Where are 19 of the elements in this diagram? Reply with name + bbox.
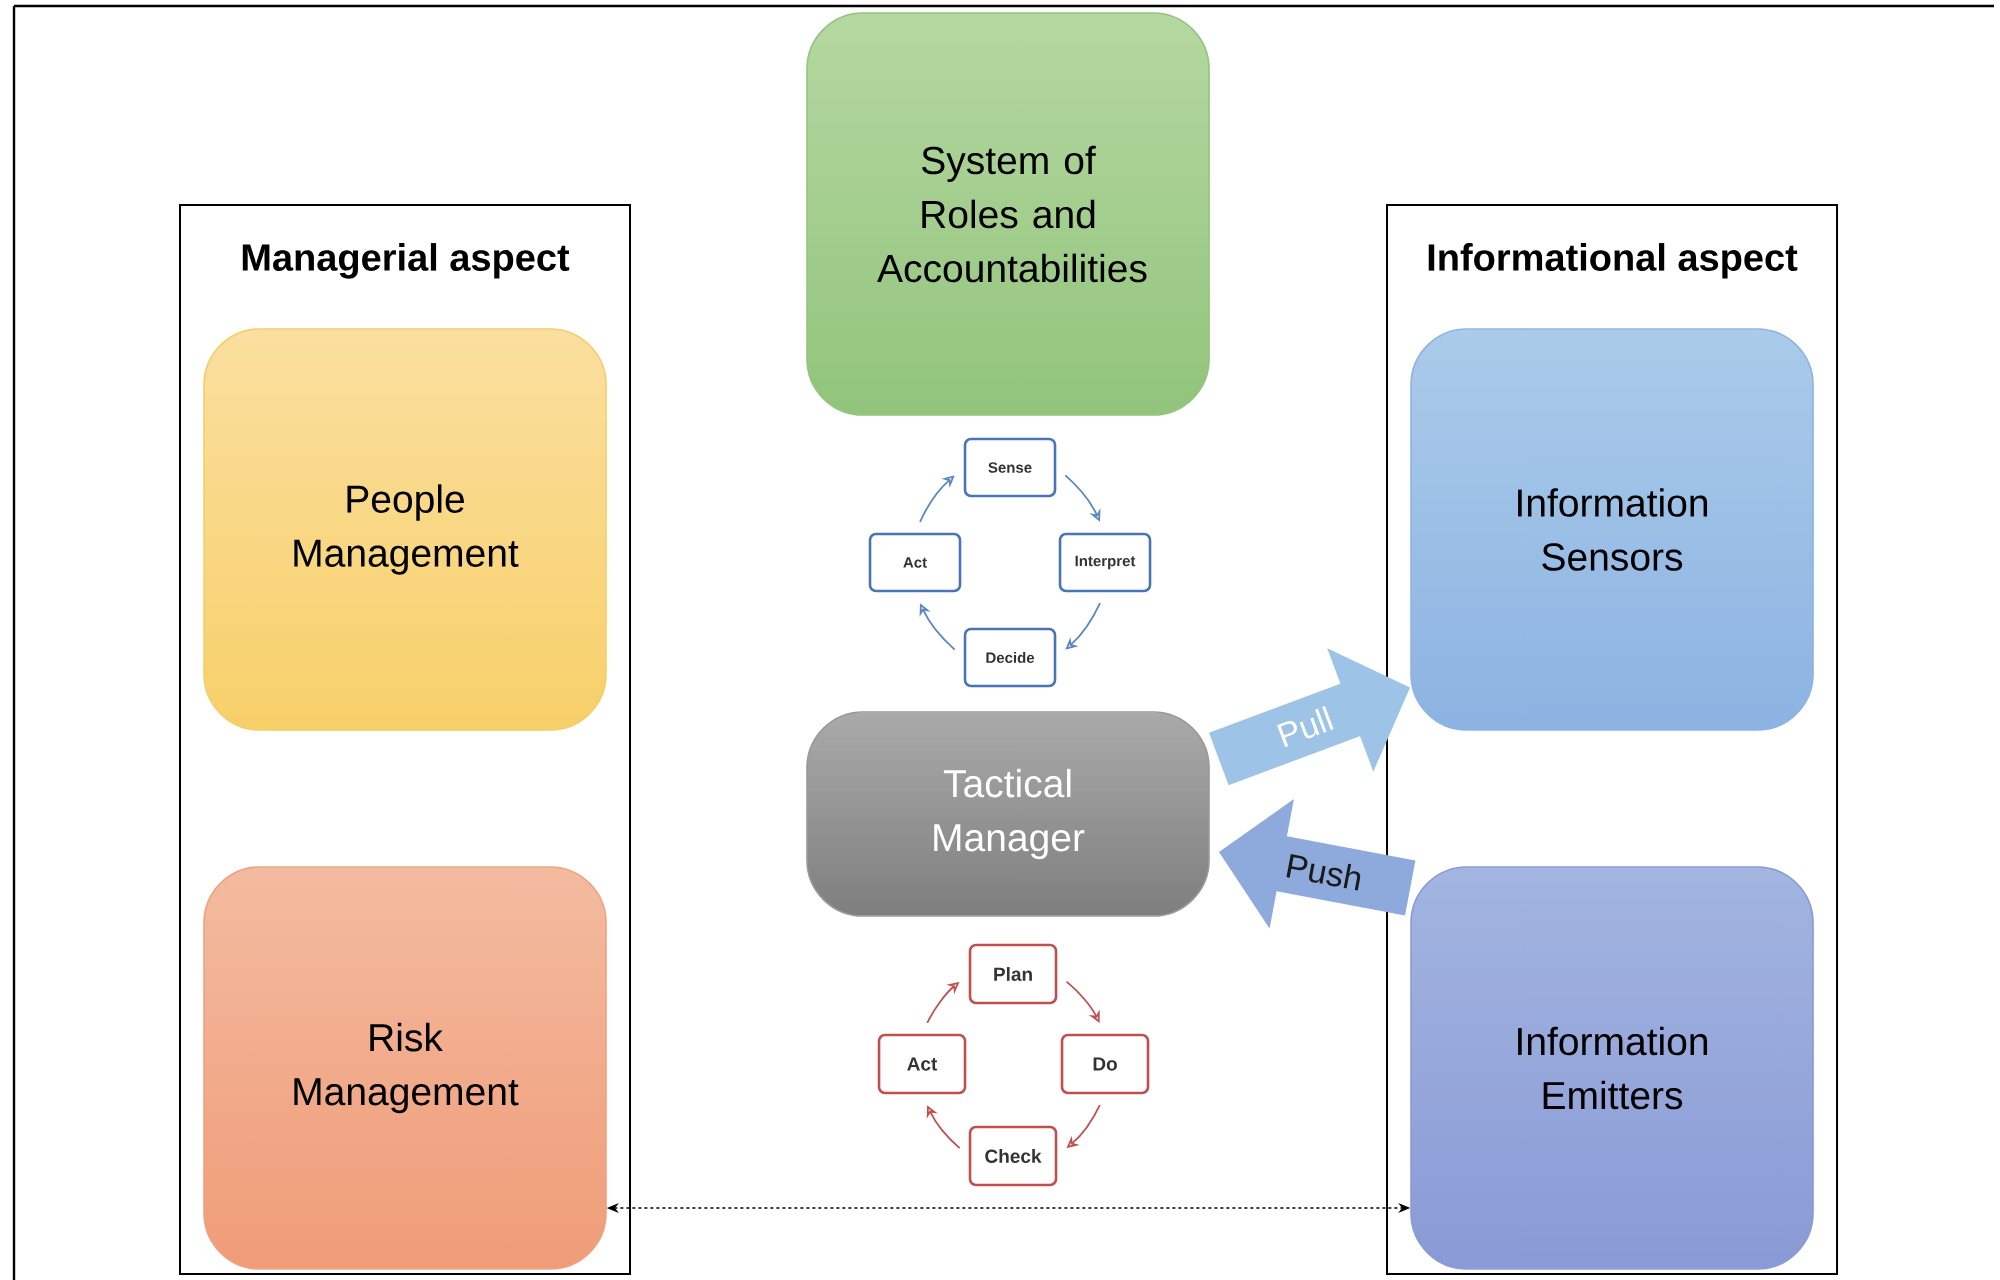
cycle-step-box: Interpret bbox=[1058, 532, 1152, 593]
cycle-step-box: Act bbox=[877, 1033, 967, 1095]
rounded-box: People Management bbox=[203, 328, 607, 731]
cycle-step-box: Check bbox=[968, 1125, 1058, 1187]
cycle-step-box: Decide bbox=[963, 627, 1057, 688]
edge-label: Pull bbox=[1271, 702, 1339, 751]
cycle-arrow bbox=[919, 475, 955, 523]
cycle-arrow bbox=[1065, 602, 1101, 650]
cycle-step-box: Sense bbox=[963, 437, 1057, 498]
rounded-box: Tactical Manager bbox=[806, 711, 1210, 917]
rounded-box: Information Sensors bbox=[1410, 328, 1814, 731]
edge-label: Push bbox=[1281, 850, 1367, 894]
cycle-arrow bbox=[1065, 980, 1100, 1023]
rounded-box: Information Emitters bbox=[1410, 866, 1814, 1270]
cycle-step-box: Act bbox=[868, 532, 962, 593]
cycle-step-box: Do bbox=[1060, 1033, 1150, 1095]
rounded-box: Risk Management bbox=[203, 866, 607, 1270]
rounded-box: System of Roles and Accountabilities bbox=[806, 12, 1210, 416]
cycle-step-box: Plan bbox=[968, 943, 1058, 1005]
